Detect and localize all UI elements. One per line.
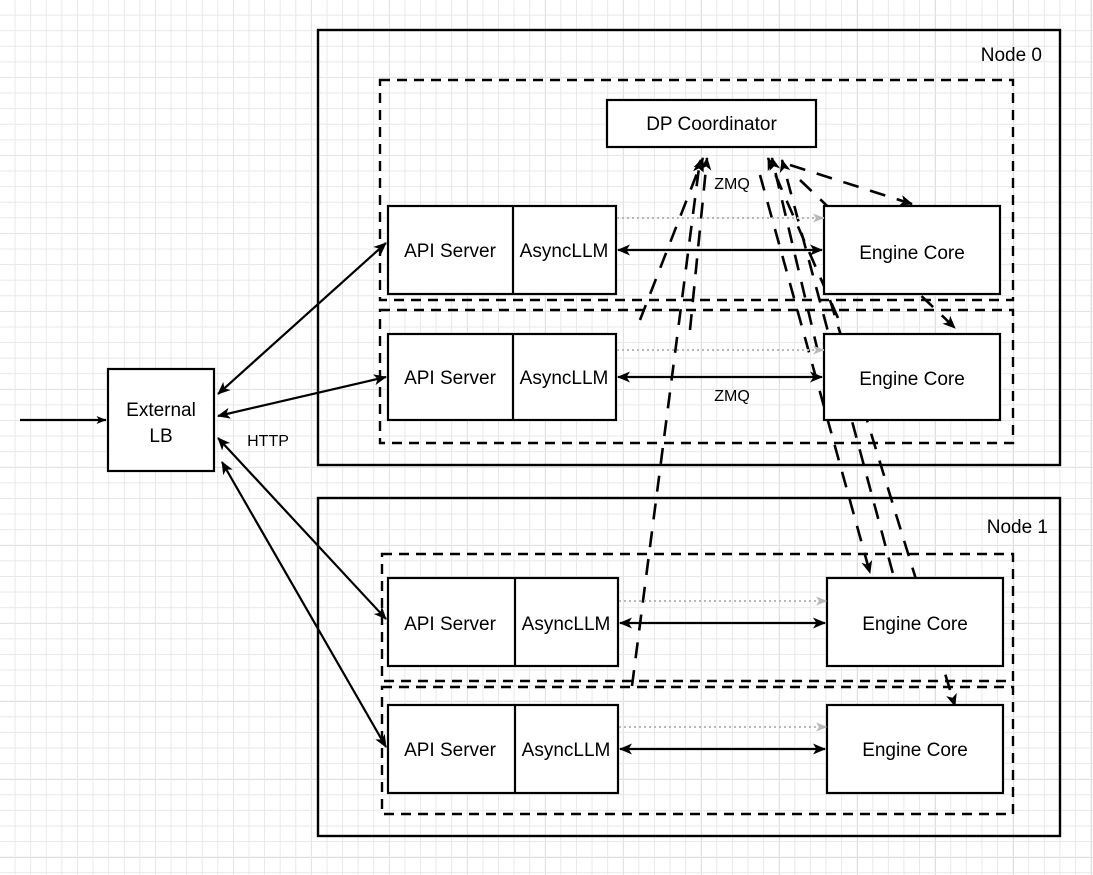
node1-group0-api-server-box[interactable] (386, 576, 620, 668)
node1-group1-api-server-box[interactable] (386, 703, 620, 795)
node0-group1-engine-core-label: Engine Core (859, 369, 965, 390)
node1-group1-engine-core-label: Engine Core (862, 740, 968, 761)
zmq-coordinator-label: ZMQ (714, 176, 750, 193)
node1-group0-async-llm-label: AsyncLLM (522, 614, 611, 635)
zmq-link-n1g0-coord (630, 159, 704, 687)
external-lb-box[interactable] (106, 367, 216, 473)
dp-coordinator-label: DP Coordinator (646, 114, 777, 135)
node1-group1-async-llm-label: AsyncLLM (522, 740, 611, 761)
node0-group0-engine-core-label: Engine Core (859, 243, 965, 264)
zmq-link-n0g1-coord (688, 157, 712, 331)
node-0-label: Node 0 (981, 45, 1042, 66)
dp-coordinator-box[interactable] (605, 98, 818, 149)
zmq-link-n0g0-coord (638, 157, 705, 321)
node1-group0-api-server-label: API Server (404, 614, 497, 635)
coord-to-n0g0-engine (789, 163, 913, 206)
node0-group1-api-server-label: API Server (404, 368, 497, 389)
node1-group0-engine-core-box[interactable] (825, 576, 1005, 668)
lb-link-n0g0 (217, 242, 387, 395)
node-1-label: Node 1 (987, 517, 1048, 538)
node0-group0-engine-core-box[interactable] (822, 204, 1002, 296)
node0-group0-async-llm-label: AsyncLLM (520, 241, 609, 262)
node1-group1-engine-core-box[interactable] (825, 703, 1005, 795)
external-lb-label-line2: LB (149, 426, 172, 447)
node0-group1-async-llm-label: AsyncLLM (520, 368, 609, 389)
lb-api-server-links (217, 242, 387, 748)
http-label: HTTP (247, 433, 289, 450)
external-lb-label-line1: External (126, 400, 196, 421)
node0-group0-api-server-box[interactable] (386, 204, 618, 296)
node1-group0-engine-core-label: Engine Core (862, 614, 968, 635)
node1-group1-api-server-label: API Server (404, 740, 497, 761)
node0-group1-api-server-box[interactable] (386, 332, 618, 422)
node0-group0-api-server-label: API Server (404, 241, 497, 262)
coord-to-n0g1-engine (799, 179, 956, 329)
node0-group1-engine-core-box[interactable] (822, 332, 1002, 422)
lb-link-n0g1 (217, 374, 387, 419)
node1-group1-container (380, 685, 1015, 816)
node0-group1-zmq-label: ZMQ (714, 388, 750, 405)
lb-link-n1g1 (221, 461, 387, 748)
